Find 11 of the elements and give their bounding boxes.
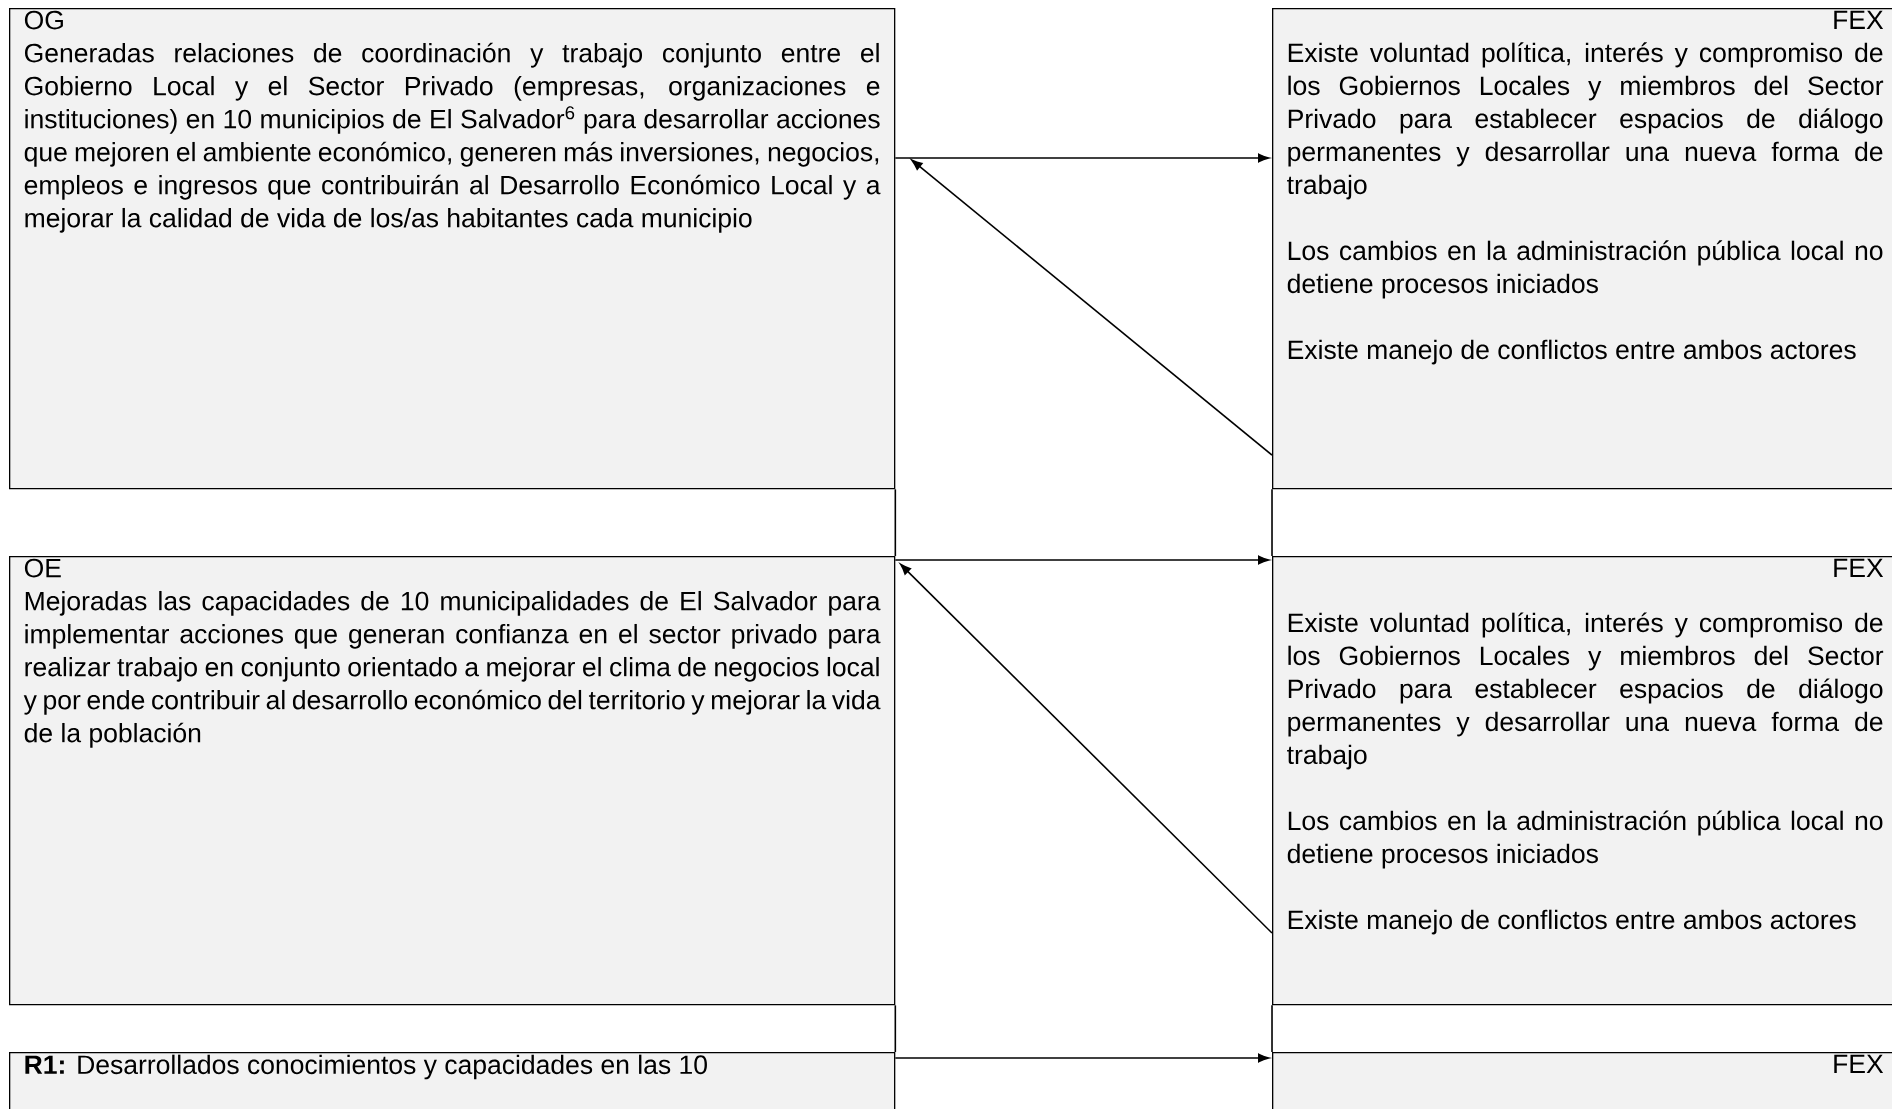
- arrow: [911, 159, 1273, 456]
- text-box: R1: Desarrollados conocimientos y capacidades en las 10: [9, 1052, 896, 1109]
- arrow: [894, 1053, 1270, 1063]
- text-box: OE Mejoradas las capacidades de 10 municipalidades de El Salvador para implementar acciones que generan confianza en el sector privado para realizar trabajo en conjunto orientado a mejorar el clima de negocios local y por ende contribuir al desarrollo económico del territorio y mejorar la vida de la población: [9, 556, 896, 1006]
- arrow: [894, 153, 1270, 163]
- arrow: [894, 555, 1270, 565]
- text-box: FEX Existe voluntad política, interés y compromiso de los Gobiernos Locales y miembros del Sector Privado para establecer espacios de diálogo permanentes y desarrollar una nueva forma de trabajo Los cambios en la administración pública local no detiene procesos iniciados Existe manejo de conflictos entre ambos actores: [1272, 556, 1892, 1006]
- text-box: FEX Existe voluntad política, interés y compromiso de los Gobiernos Locales y miembros del Sector Privado para establecer espacios de diálogo permanentes y desarrollar una nueva forma de trabajo Los cambios en la administración pública local no detiene procesos iniciados Existe manejo de conflictos entre ambos actores: [1272, 8, 1892, 490]
- text-box: OG Generadas relaciones de coordinación y trabajo conjunto entre el Gobierno Local y el Sector Privado (empresas, organizaciones e instituciones) en 10 municipios de El Salvador$^{6}$ para desarrollar acciones que mejoren el ambiente económico, generen más inversiones, negocios, empleos e ingresos que contribuirán al Desarrollo Económico Local y a mejorar la calidad de vida de los/as habitantes cada municipio: [9, 8, 896, 490]
- text-box: FEX: [1272, 1052, 1892, 1109]
- arrow: [899, 563, 1273, 934]
